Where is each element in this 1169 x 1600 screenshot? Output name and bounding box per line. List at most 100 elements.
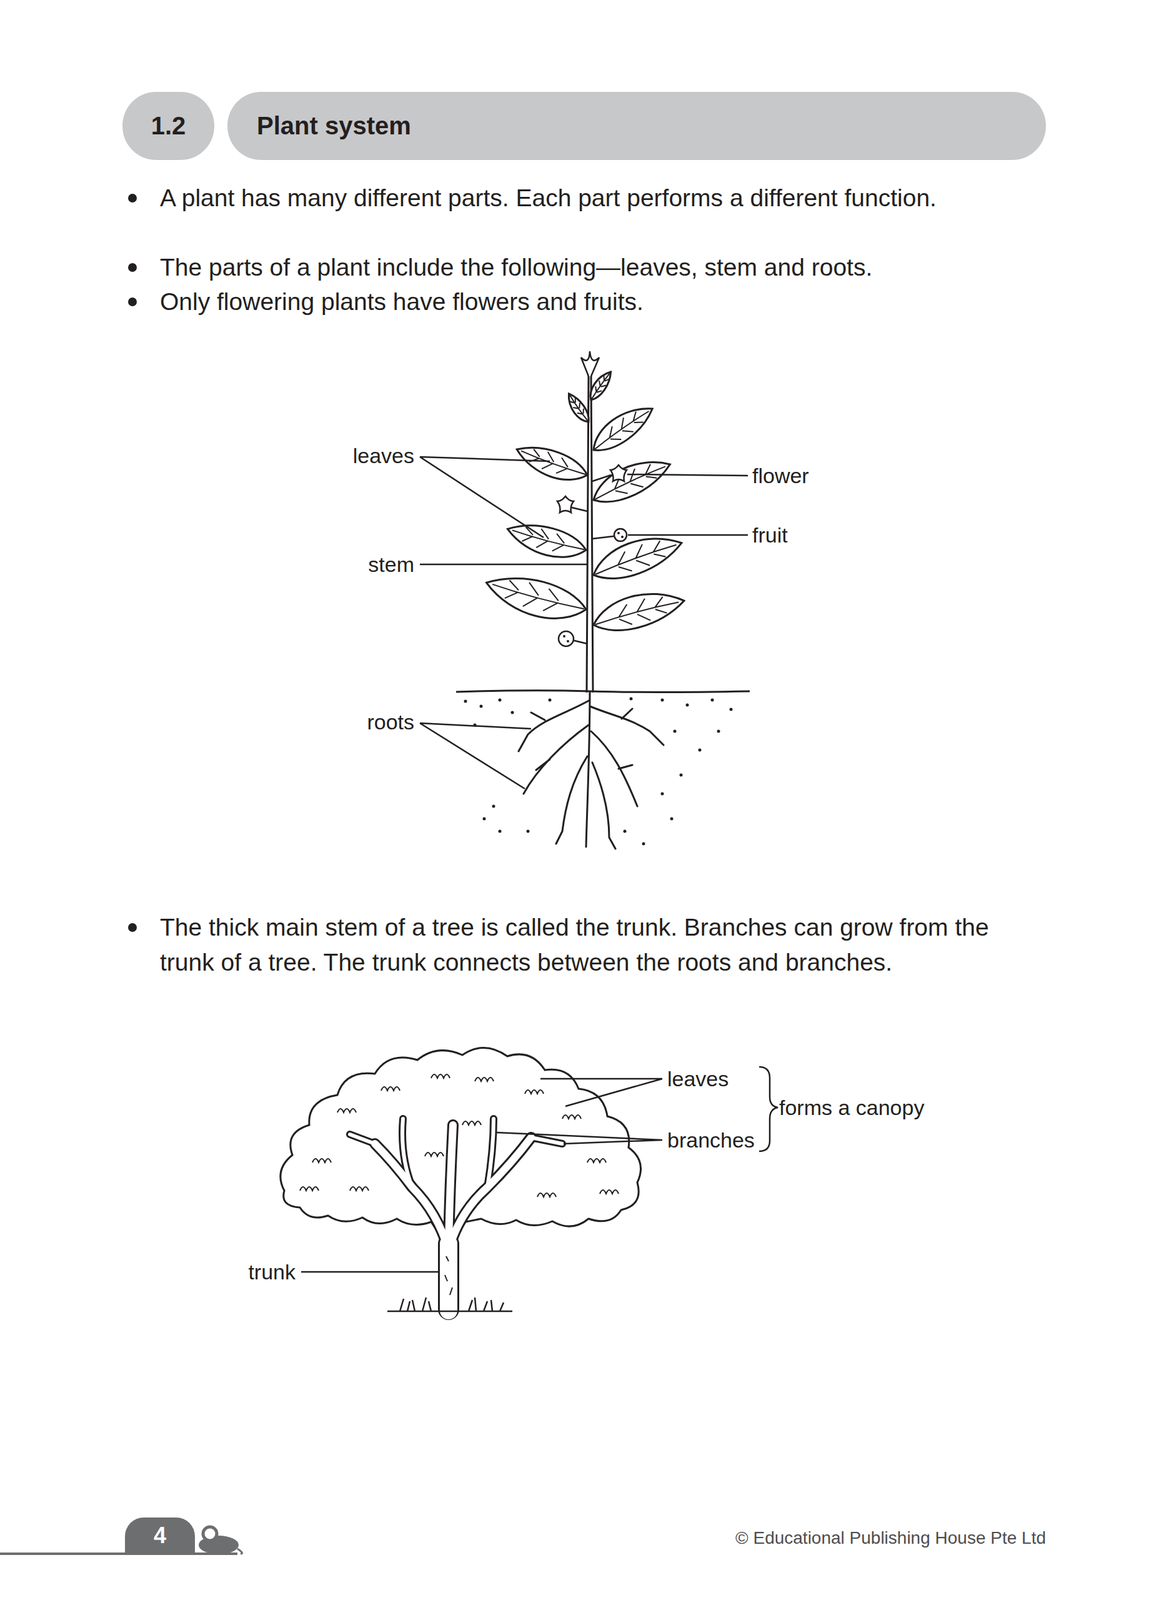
- leader-lines: [540, 1078, 663, 1106]
- tree-illustration: [431, 1074, 450, 1078]
- leader-lines: [301, 1270, 439, 1273]
- tree-illustration: [280, 1047, 642, 1311]
- bullet-dots: [128, 193, 137, 203]
- plant-illustration: [562, 634, 566, 638]
- plant-illustration: [711, 698, 715, 702]
- plant-illustration: [456, 690, 750, 693]
- node-text: 4: [153, 1522, 167, 1549]
- node-text: Plant system: [256, 111, 412, 140]
- part-label: fruit: [752, 522, 788, 548]
- plant-illustration: [610, 464, 627, 482]
- leader-lines: [419, 456, 550, 538]
- leader-lines: [419, 563, 588, 566]
- plant-illustration: [482, 817, 487, 821]
- bullet-text: Only flowering plants have flowers and f…: [159, 284, 1010, 320]
- plant-illustration: [581, 351, 600, 377]
- footer-rule: [0, 1526, 243, 1554]
- plant-illustration: [503, 517, 590, 565]
- plant-illustration: [589, 583, 688, 639]
- tree-illustration: [374, 1124, 532, 1250]
- tree-illustration: [562, 1114, 582, 1119]
- bullet-dots: [128, 297, 137, 307]
- plant-illustration: [614, 528, 627, 542]
- copyright-note: © Educational Publishing House Pte Ltd: [735, 1527, 1046, 1549]
- plant-illustration: [464, 697, 733, 846]
- tree-illustration: [444, 1255, 453, 1295]
- tree-illustration: [349, 1118, 563, 1311]
- plant-illustration: [617, 531, 620, 535]
- page-number-tab: 4: [124, 1517, 195, 1554]
- tree-illustration: [439, 1243, 458, 1311]
- leader-lines: [627, 474, 748, 476]
- bullet-text: The parts of a plant include the followi…: [159, 249, 1010, 285]
- tree-illustration: [349, 1118, 563, 1188]
- tree-illustration: [299, 1186, 319, 1191]
- tree-illustration: [524, 1089, 544, 1094]
- section-number-pill: 1.2: [122, 91, 215, 160]
- plant-illustration: [526, 829, 530, 833]
- plant-illustration: [623, 829, 627, 833]
- plant-illustration: [558, 528, 627, 647]
- plant-illustration: [679, 773, 683, 777]
- plant-illustration: [729, 707, 733, 712]
- part-label: flower: [752, 462, 810, 489]
- plant-illustration: [548, 698, 552, 702]
- tree-illustration: [374, 1124, 532, 1250]
- plant-illustration: [673, 729, 677, 733]
- tree-illustration: [424, 1152, 444, 1156]
- tree-illustration: [537, 1192, 557, 1197]
- tree-illustration: [312, 1158, 332, 1163]
- tree-illustration: [587, 1158, 607, 1163]
- bullet-text: The thick main stem of a tree is called …: [159, 909, 1010, 980]
- plant-illustration: [498, 698, 502, 702]
- plant-illustration: [642, 842, 646, 846]
- bullet-dots: [128, 922, 137, 932]
- plant-illustration: [621, 535, 624, 538]
- part-label: leaves: [667, 1065, 729, 1092]
- leader-lines: [301, 1078, 663, 1272]
- plant-illustration: [717, 729, 721, 733]
- leader-lines: [419, 456, 748, 789]
- footer-rule: [0, 1552, 238, 1555]
- leader-lines: [419, 722, 532, 789]
- canopy-bracket: [759, 1066, 778, 1151]
- part-label: leaves: [353, 442, 415, 469]
- plant-illustration: [670, 817, 674, 821]
- plant-illustration: [586, 368, 616, 403]
- part-label: roots: [366, 709, 415, 735]
- part-label: trunk: [248, 1258, 296, 1285]
- tree-illustration: [599, 1189, 619, 1194]
- tree-illustration: [387, 1297, 513, 1311]
- tree-illustration: [280, 1047, 642, 1231]
- footer-rule: [237, 1548, 243, 1554]
- plant-illustration: [518, 691, 664, 849]
- node-text: 1.2: [151, 111, 187, 140]
- plant-illustration: [563, 390, 593, 426]
- plant-illustration: [571, 474, 614, 644]
- plant-illustration: [557, 496, 574, 513]
- tree-illustration: [349, 1186, 369, 1191]
- plant-illustration: [686, 703, 690, 707]
- leader-lines: [627, 534, 748, 537]
- section-title-band: Plant system: [227, 91, 1046, 160]
- part-label: stem: [368, 551, 415, 578]
- plant-illustration: [492, 804, 496, 808]
- tree-illustration: [462, 1120, 482, 1125]
- tree-illustration: [349, 1118, 563, 1311]
- bracket-note: forms a canopy: [779, 1094, 925, 1121]
- plant-illustration: [498, 829, 502, 833]
- part-label: branches: [667, 1127, 755, 1153]
- plant-illustration: [566, 639, 570, 643]
- tree-illustration: [474, 1077, 494, 1081]
- plant-illustration: [479, 704, 483, 708]
- plant-illustration: [586, 449, 676, 512]
- plant-illustration: [661, 698, 665, 702]
- plant-illustration: [481, 567, 591, 628]
- plant-illustration: [511, 711, 515, 715]
- footer-rule: [203, 1526, 217, 1541]
- leader-lines: [496, 1132, 663, 1144]
- tree-illustration: [337, 1108, 357, 1113]
- bullet-dots: [128, 193, 137, 932]
